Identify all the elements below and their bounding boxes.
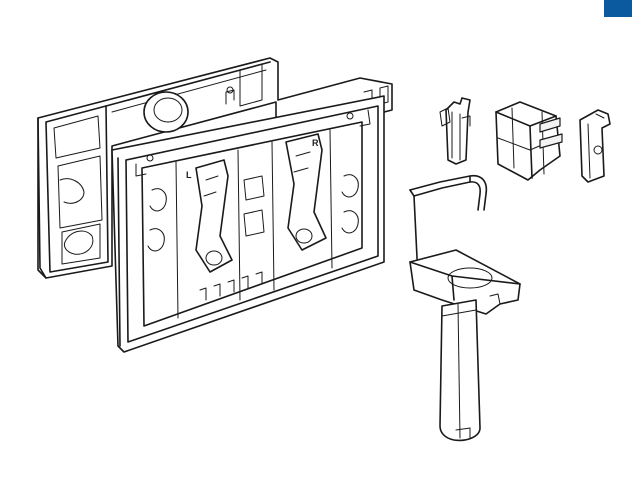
brand-corner-badge: [604, 0, 632, 17]
part-square-bracket: [495, 101, 563, 181]
part-lever-tool: [409, 174, 521, 442]
part-small-clip: [439, 97, 471, 165]
part-hook-clip: [579, 109, 611, 183]
label-left: L: [186, 170, 192, 180]
label-right: R: [312, 138, 319, 148]
front-frame: L R: [111, 95, 385, 353]
